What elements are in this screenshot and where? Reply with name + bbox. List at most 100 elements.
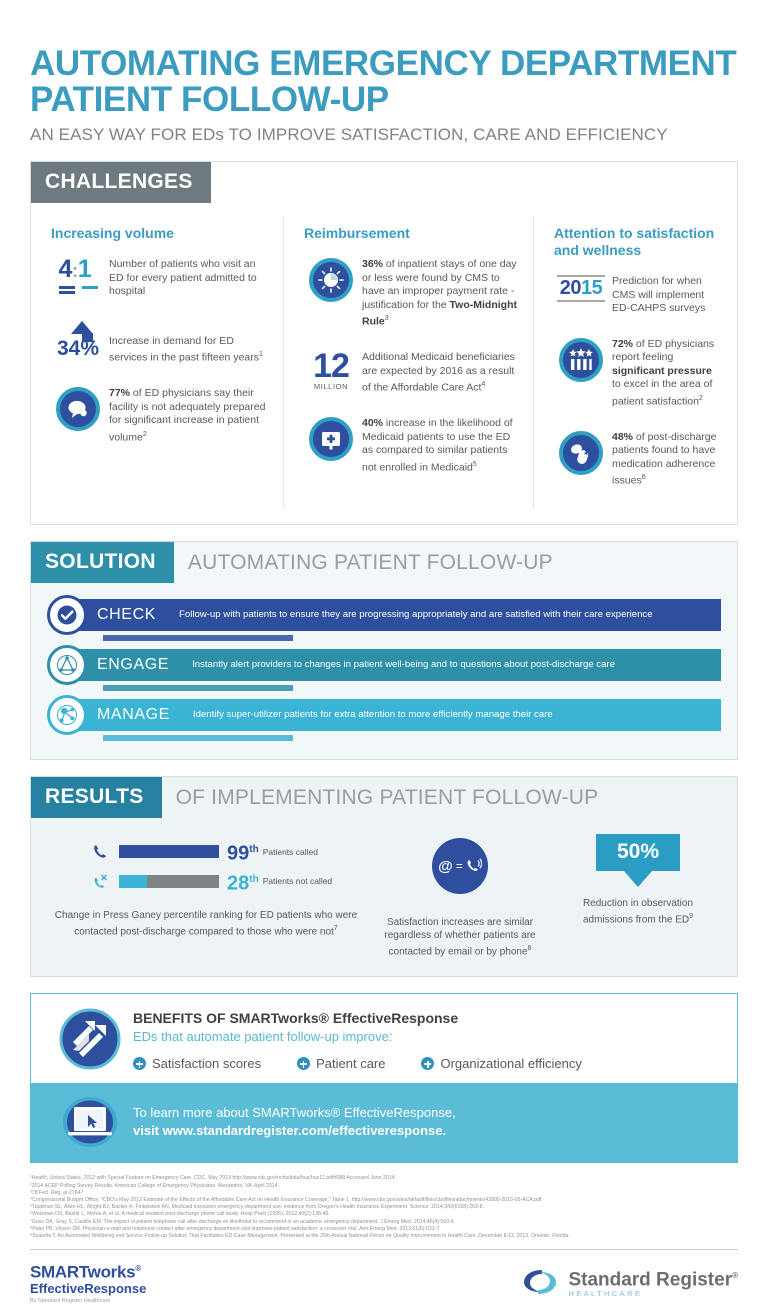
challenge-column-increasing-volume: Increasing volume 4:1	[31, 217, 283, 508]
up-arrow-34-percent-icon: 34%	[47, 319, 109, 360]
challenge-text: Additional Medicaid beneficiaries are ex…	[362, 351, 515, 394]
page-title: AUTOMATING EMERGENCY DEPARTMENT PATIENT …	[30, 44, 737, 119]
results-header: RESULTS OF IMPLEMENTING PATIENT FOLLOW-U…	[31, 777, 737, 818]
benefit-item: Satisfaction scores	[133, 1056, 261, 1071]
results-caption: Reduction in observation admissions from…	[582, 898, 694, 926]
footnote-ref: 2	[698, 394, 703, 402]
solution-word: ENGAGE	[73, 649, 184, 681]
challenge-text: Prediction for when CMS will implement E…	[612, 275, 706, 314]
bar-chart: 99th Patients called 28th Patients not c…	[89, 840, 363, 893]
benefits-cta[interactable]: To learn more about SMARTworks® Effectiv…	[31, 1083, 737, 1163]
challenges-header: CHALLENGES	[31, 162, 737, 203]
challenge-item: 2015 Prediction for when CMS will implem…	[550, 273, 721, 316]
stat-value: 34%	[56, 336, 100, 360]
swoosh-icon	[524, 1269, 557, 1294]
footnote-ref: 5	[472, 460, 477, 468]
solution-tag: SOLUTION	[31, 542, 174, 583]
infographic-page: AUTOMATING EMERGENCY DEPARTMENT PATIENT …	[30, 0, 738, 1304]
challenge-item: 4:1 Number of patients who visit an ED f…	[47, 256, 267, 299]
bar-track	[119, 874, 219, 888]
challenge-text: 77% of ED physicians say their facility …	[109, 387, 266, 443]
footnotes: ¹Health, United States, 2012 with Specia…	[30, 1175, 738, 1240]
column-title: Attention to satisfaction and wellness	[554, 225, 715, 258]
column-title: Increasing volume	[51, 225, 174, 241]
flag-value: 50%	[596, 834, 680, 871]
footnote-ref: 4	[481, 381, 486, 388]
benefits-top: BENEFITS OF SMARTworks® EffectiveRespons…	[31, 994, 737, 1084]
results-tag: RESULTS	[31, 777, 162, 818]
challenge-column-reimbursement: Reimbursement	[283, 217, 533, 508]
solution-header: SOLUTION AUTOMATING PATIENT FOLLOW-UP	[31, 542, 737, 583]
footnote: ²2014 ACEP Polling Survey Results. Ameri…	[30, 1182, 279, 1189]
results-observation-reduction: 50% Reduction in observation admissions …	[549, 834, 727, 958]
year-second: 15	[581, 277, 603, 299]
solution-row-check[interactable]: CHECK Follow-up with patients to ensure …	[47, 595, 721, 641]
smartworks-logo: SMARTworks® EffectiveResponse By Standar…	[30, 1260, 146, 1304]
percent-flag-badge: 50%	[596, 834, 680, 887]
smartworks-wordmark: SMARTworks®	[30, 1262, 141, 1282]
challenge-text: 72% of ED physicians report feeling sign…	[612, 337, 715, 408]
phone-off-icon	[89, 874, 111, 889]
cta-line-1: To learn more about SMARTworks® Effectiv…	[133, 1105, 456, 1121]
ratio-bars-icon	[58, 286, 98, 296]
solution-subtitle: AUTOMATING PATIENT FOLLOW-UP	[187, 550, 553, 574]
benefit-item: Organizational efficiency	[421, 1056, 582, 1071]
results-section: RESULTS OF IMPLEMENTING PATIENT FOLLOW-U…	[30, 776, 738, 978]
challenge-column-satisfaction-wellness: Attention to satisfaction and wellness 2…	[533, 217, 737, 508]
plus-circle-icon	[297, 1057, 311, 1071]
results-caption: Satisfaction increases are similar regar…	[384, 917, 536, 958]
challenges-tag: CHALLENGES	[31, 162, 211, 203]
footnote-ref: 8	[527, 945, 532, 952]
results-caption: Change in Press Ganey percentile ranking…	[54, 910, 358, 938]
challenge-text: Number of patients who visit an ED for e…	[109, 258, 257, 297]
challenge-item: 40% increase in the likelihood of Medica…	[300, 415, 517, 475]
footnote-ref: 2	[142, 430, 147, 438]
clock-sun-icon	[300, 256, 362, 302]
benefit-label: Patient care	[316, 1056, 386, 1072]
solution-description: Identify super-utilizer patients for ext…	[182, 699, 721, 731]
brand-byline: By Standard Register Healthcare	[30, 1297, 111, 1304]
benefit-label: Satisfaction scores	[152, 1056, 262, 1072]
ratio-numerator: 4	[58, 255, 73, 283]
bar-value: 28th	[227, 872, 259, 895]
plus-circle-icon	[421, 1057, 435, 1071]
speech-bubble-icon	[47, 385, 109, 431]
ratio-4-to-1-icon: 4:1	[47, 256, 109, 296]
upward-arrows-icon	[47, 1008, 133, 1070]
challenge-item: 34% Increase in demand for ED services i…	[47, 319, 267, 366]
challenge-item: 36% of inpatient stays of one day or les…	[300, 256, 517, 329]
solution-description: Follow-up with patients to ensure they a…	[169, 599, 721, 631]
laptop-cursor-icon	[47, 1096, 133, 1148]
solution-description: Instantly alert providers to changes in …	[182, 649, 721, 681]
page-subtitle: AN EASY WAY FOR EDs TO IMPROVE SATISFACT…	[30, 125, 668, 144]
benefits-subheading: EDs that automate patient follow-up impr…	[133, 1029, 393, 1045]
partner-name: Standard Register®	[568, 1269, 738, 1291]
effectiveresponse-wordmark: EffectiveResponse	[30, 1280, 147, 1296]
footnote-ref: 6	[641, 474, 646, 481]
plus-circle-icon	[133, 1057, 146, 1071]
12-million-stat-icon: 12 MILLION	[300, 349, 362, 391]
bar-fill	[119, 874, 147, 888]
results-body: 99th Patients called 28th Patients not c…	[31, 818, 737, 976]
challenge-item: 77% of ED physicians say their facility …	[47, 385, 267, 445]
bar-row-not-called: 28th Patients not called	[89, 870, 363, 895]
benefits-section: BENEFITS OF SMARTworks® EffectiveRespons…	[30, 993, 738, 1164]
footnote-ref: 9	[689, 913, 694, 920]
footnote: ⁵Taubman SL, Allen HL, Wright BJ, Backer…	[30, 1204, 485, 1211]
check-circle-icon	[47, 595, 87, 635]
footnote: ⁶Weisman DS, Bashir L, Mehta A, et al. A…	[30, 1211, 330, 1218]
challenges-section: CHALLENGES Increasing volume 4:1	[30, 161, 738, 525]
footnote-ref: 1	[259, 351, 263, 358]
partner-subtitle: HEALTHCARE	[568, 1289, 643, 1299]
header: AUTOMATING EMERGENCY DEPARTMENT PATIENT …	[30, 0, 738, 145]
footnote: ⁸Patel PB, Vinson DR. Physician e-mail a…	[30, 1225, 441, 1232]
bar-fill	[119, 845, 219, 859]
medical-cross-bag-icon	[300, 415, 362, 461]
solution-row-manage[interactable]: MANAGE Identify super-utilizer patients …	[47, 695, 721, 741]
bar-label: Patients called	[262, 846, 318, 857]
stat-unit: MILLION	[313, 382, 349, 391]
stars-badge-icon	[550, 336, 612, 382]
network-alert-icon	[47, 645, 87, 685]
solution-row-engage[interactable]: ENGAGE Instantly alert providers to chan…	[47, 645, 721, 691]
footnote: ⁷Guss DA, Gray S, Castillo EM. The impac…	[30, 1218, 456, 1225]
